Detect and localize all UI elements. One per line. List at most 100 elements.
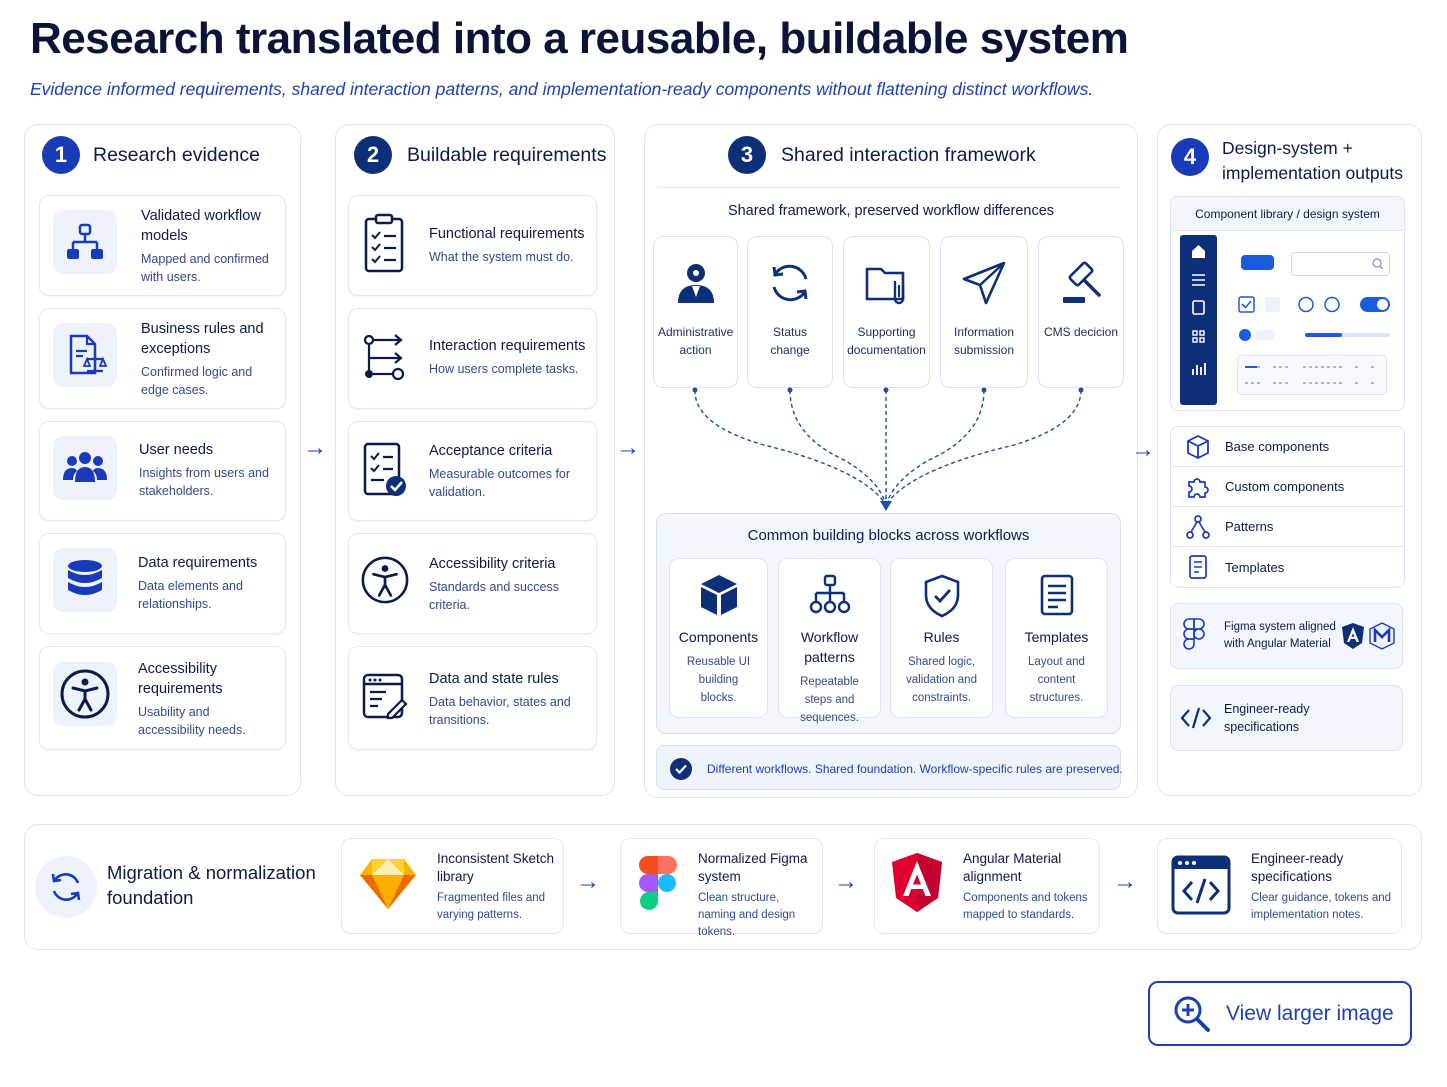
migration-step-desc: Fragmented files and varying patterns. xyxy=(437,892,546,921)
requirement-card-title: Data and state rules xyxy=(429,671,559,687)
building-block-title: Workflow patterns xyxy=(800,629,859,665)
building-block-desc: Shared logic, validation and constraints… xyxy=(906,656,977,704)
people-icon xyxy=(53,436,117,500)
angular-icon xyxy=(890,852,944,919)
flow-icon xyxy=(362,332,408,387)
framework-note xyxy=(656,745,1121,790)
migration-step-title: Inconsistent Sketch library xyxy=(437,851,555,884)
evidence-card-desc: Usability and accessibility needs. xyxy=(138,705,246,737)
step-number-1: 1 xyxy=(42,136,80,174)
angular-logo-icon xyxy=(1341,622,1365,655)
view-larger-button[interactable]: View larger image xyxy=(1148,981,1412,1046)
framework-note-text: Different workflows. Shared foundation. … xyxy=(707,762,1123,776)
requirement-card xyxy=(348,195,597,296)
shield-check-icon xyxy=(891,573,992,619)
browser-edit-icon xyxy=(362,672,408,727)
sketch-icon xyxy=(358,856,418,917)
arrow-right-icon: → xyxy=(1131,436,1155,463)
component-library-card: Component library / design system xyxy=(1170,196,1405,411)
paper-plane-icon xyxy=(941,259,1027,307)
framework-subheading: Shared framework, preserved workflow dif… xyxy=(727,203,1055,219)
view-larger-label: View larger image xyxy=(1226,1001,1394,1025)
mini-sidebar xyxy=(1180,235,1217,405)
database-icon xyxy=(53,548,117,612)
document-scale-icon xyxy=(53,323,117,387)
figma-outline-icon xyxy=(1182,617,1206,658)
hierarchy-icon xyxy=(53,210,117,274)
output-row: Base components xyxy=(1171,427,1404,467)
step-number-2: 2 xyxy=(354,136,392,174)
gavel-icon xyxy=(1039,259,1123,307)
zoom-in-icon xyxy=(1172,994,1212,1034)
arrow-right-icon: → xyxy=(576,868,600,895)
component-library-title: Component library / design system xyxy=(1171,197,1404,231)
output-row: Templates xyxy=(1171,547,1404,587)
workflow-label: Status change xyxy=(770,325,810,357)
requirement-card-desc: What the system must do. xyxy=(429,250,574,264)
folder-attachment-icon xyxy=(844,259,929,307)
code-window-icon xyxy=(1171,855,1231,920)
figma-note-text: Figma system aligned with Angular Materi… xyxy=(1224,621,1336,650)
requirement-card-title: Accessibility criteria xyxy=(429,556,556,572)
workflow-label: Administrative action xyxy=(658,325,734,357)
material-logo-icon xyxy=(1369,622,1395,655)
figma-note-card xyxy=(1170,603,1403,669)
output-label: Base components xyxy=(1225,439,1330,454)
buildable-requirements-title: Buildable requirements xyxy=(407,144,607,166)
code-icon xyxy=(1180,706,1212,735)
arrow-right-icon: → xyxy=(616,434,640,461)
evidence-card-desc: Insights from users and stakeholders. xyxy=(139,466,269,498)
evidence-card-title: Business rules and exceptions xyxy=(141,321,264,357)
outputs-title: Design-system + implementation outputs xyxy=(1222,138,1403,183)
divider xyxy=(657,187,1120,188)
requirement-card-title: Acceptance criteria xyxy=(429,443,553,459)
requirement-card-desc: Standards and success criteria. xyxy=(429,580,559,612)
building-block-desc: Repeatable steps and sequences. xyxy=(800,676,859,724)
requirement-card-title: Interaction requirements xyxy=(429,338,586,354)
workflow-card: Information submission xyxy=(940,236,1028,388)
check-circle-icon xyxy=(669,757,693,786)
step-number-3: 3 xyxy=(728,136,766,174)
engineer-note-text: Engineer-ready specifications xyxy=(1224,702,1310,734)
building-block-card: Components Reusable UI building blocks. xyxy=(669,558,768,718)
mini-sidebar-icons xyxy=(1192,245,1206,375)
figma-icon xyxy=(638,854,678,919)
template-icon xyxy=(1171,554,1225,580)
requirement-card xyxy=(348,646,597,750)
nodes-icon xyxy=(1171,514,1225,540)
requirement-card-title: Functional requirements xyxy=(429,226,585,242)
refresh-icon xyxy=(748,259,832,307)
requirement-card xyxy=(348,421,597,521)
output-label: Custom components xyxy=(1225,479,1345,494)
building-block-card: Rules Shared logic, validation and const… xyxy=(890,558,993,718)
evidence-card-desc: Mapped and confirmed with users. xyxy=(141,252,269,284)
research-evidence-title: Research evidence xyxy=(93,144,260,166)
workflow-card: Status change xyxy=(747,236,833,388)
building-block-title: Components xyxy=(678,629,759,645)
requirement-card xyxy=(348,533,597,634)
output-list: Base components Custom components Patter… xyxy=(1170,426,1405,588)
evidence-card-desc: Data elements and relationships. xyxy=(138,579,243,611)
puzzle-icon xyxy=(1171,474,1225,500)
accessibility-icon xyxy=(360,555,410,610)
accessibility-icon xyxy=(53,662,117,726)
cube-outline-icon xyxy=(1171,434,1225,460)
migration-step-desc: Components and tokens mapped to standard… xyxy=(963,892,1088,921)
migration-step xyxy=(620,838,823,934)
step-number-4: 4 xyxy=(1171,138,1209,176)
workflow-card: Supporting documentation xyxy=(843,236,930,388)
page-subtitle: Evidence informed requirements, shared i… xyxy=(30,79,1094,99)
convergence-lines xyxy=(692,387,1084,511)
output-label: Templates xyxy=(1225,559,1285,575)
evidence-card-title: Data requirements xyxy=(138,555,258,571)
requirement-card-desc: How users complete tasks. xyxy=(429,362,579,376)
migration-title: Migration & normalization foundation xyxy=(107,862,316,908)
checklist-check-icon xyxy=(362,440,410,505)
migration-step-title: Engineer-ready specifications xyxy=(1251,851,1344,884)
migration-step-desc: Clear guidance, tokens and implementatio… xyxy=(1251,892,1392,921)
building-block-desc: Reusable UI building blocks. xyxy=(686,656,751,704)
building-block-card: Templates Layout and content structures. xyxy=(1005,558,1108,718)
workflow-label: CMS decicion xyxy=(1043,325,1119,339)
building-block-title: Templates xyxy=(1024,629,1089,645)
arrow-right-icon: → xyxy=(1113,868,1137,895)
